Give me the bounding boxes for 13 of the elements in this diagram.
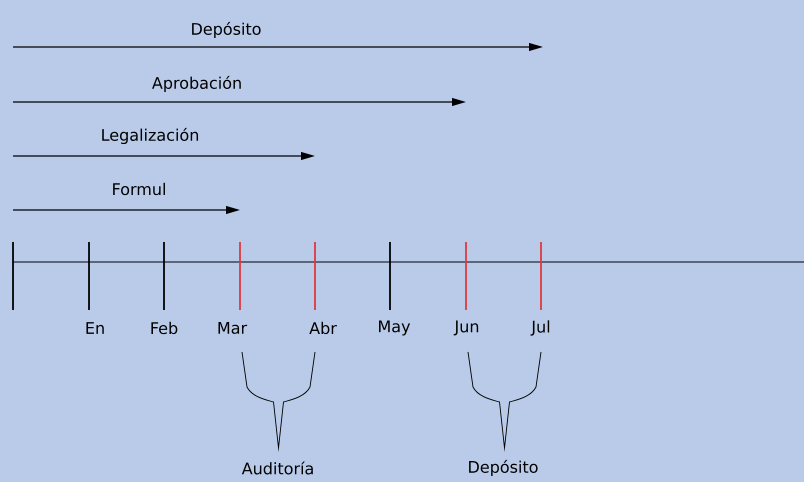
span-label: Legalización [102,128,198,144]
month-label: En [86,322,104,334]
group-label: Auditoría [242,461,313,474]
month-label: Jul [530,320,550,336]
group-label: Depósito [469,460,538,476]
month-label: Jun [454,320,478,336]
month-label: May [379,320,410,336]
month-label: Feb [151,322,178,334]
span-label: Formul [113,182,165,196]
month-label: Mar [218,322,248,334]
span-label: Aprobación [152,76,241,92]
span-label: Depósito [192,22,261,38]
month-label: Abr [309,322,337,334]
